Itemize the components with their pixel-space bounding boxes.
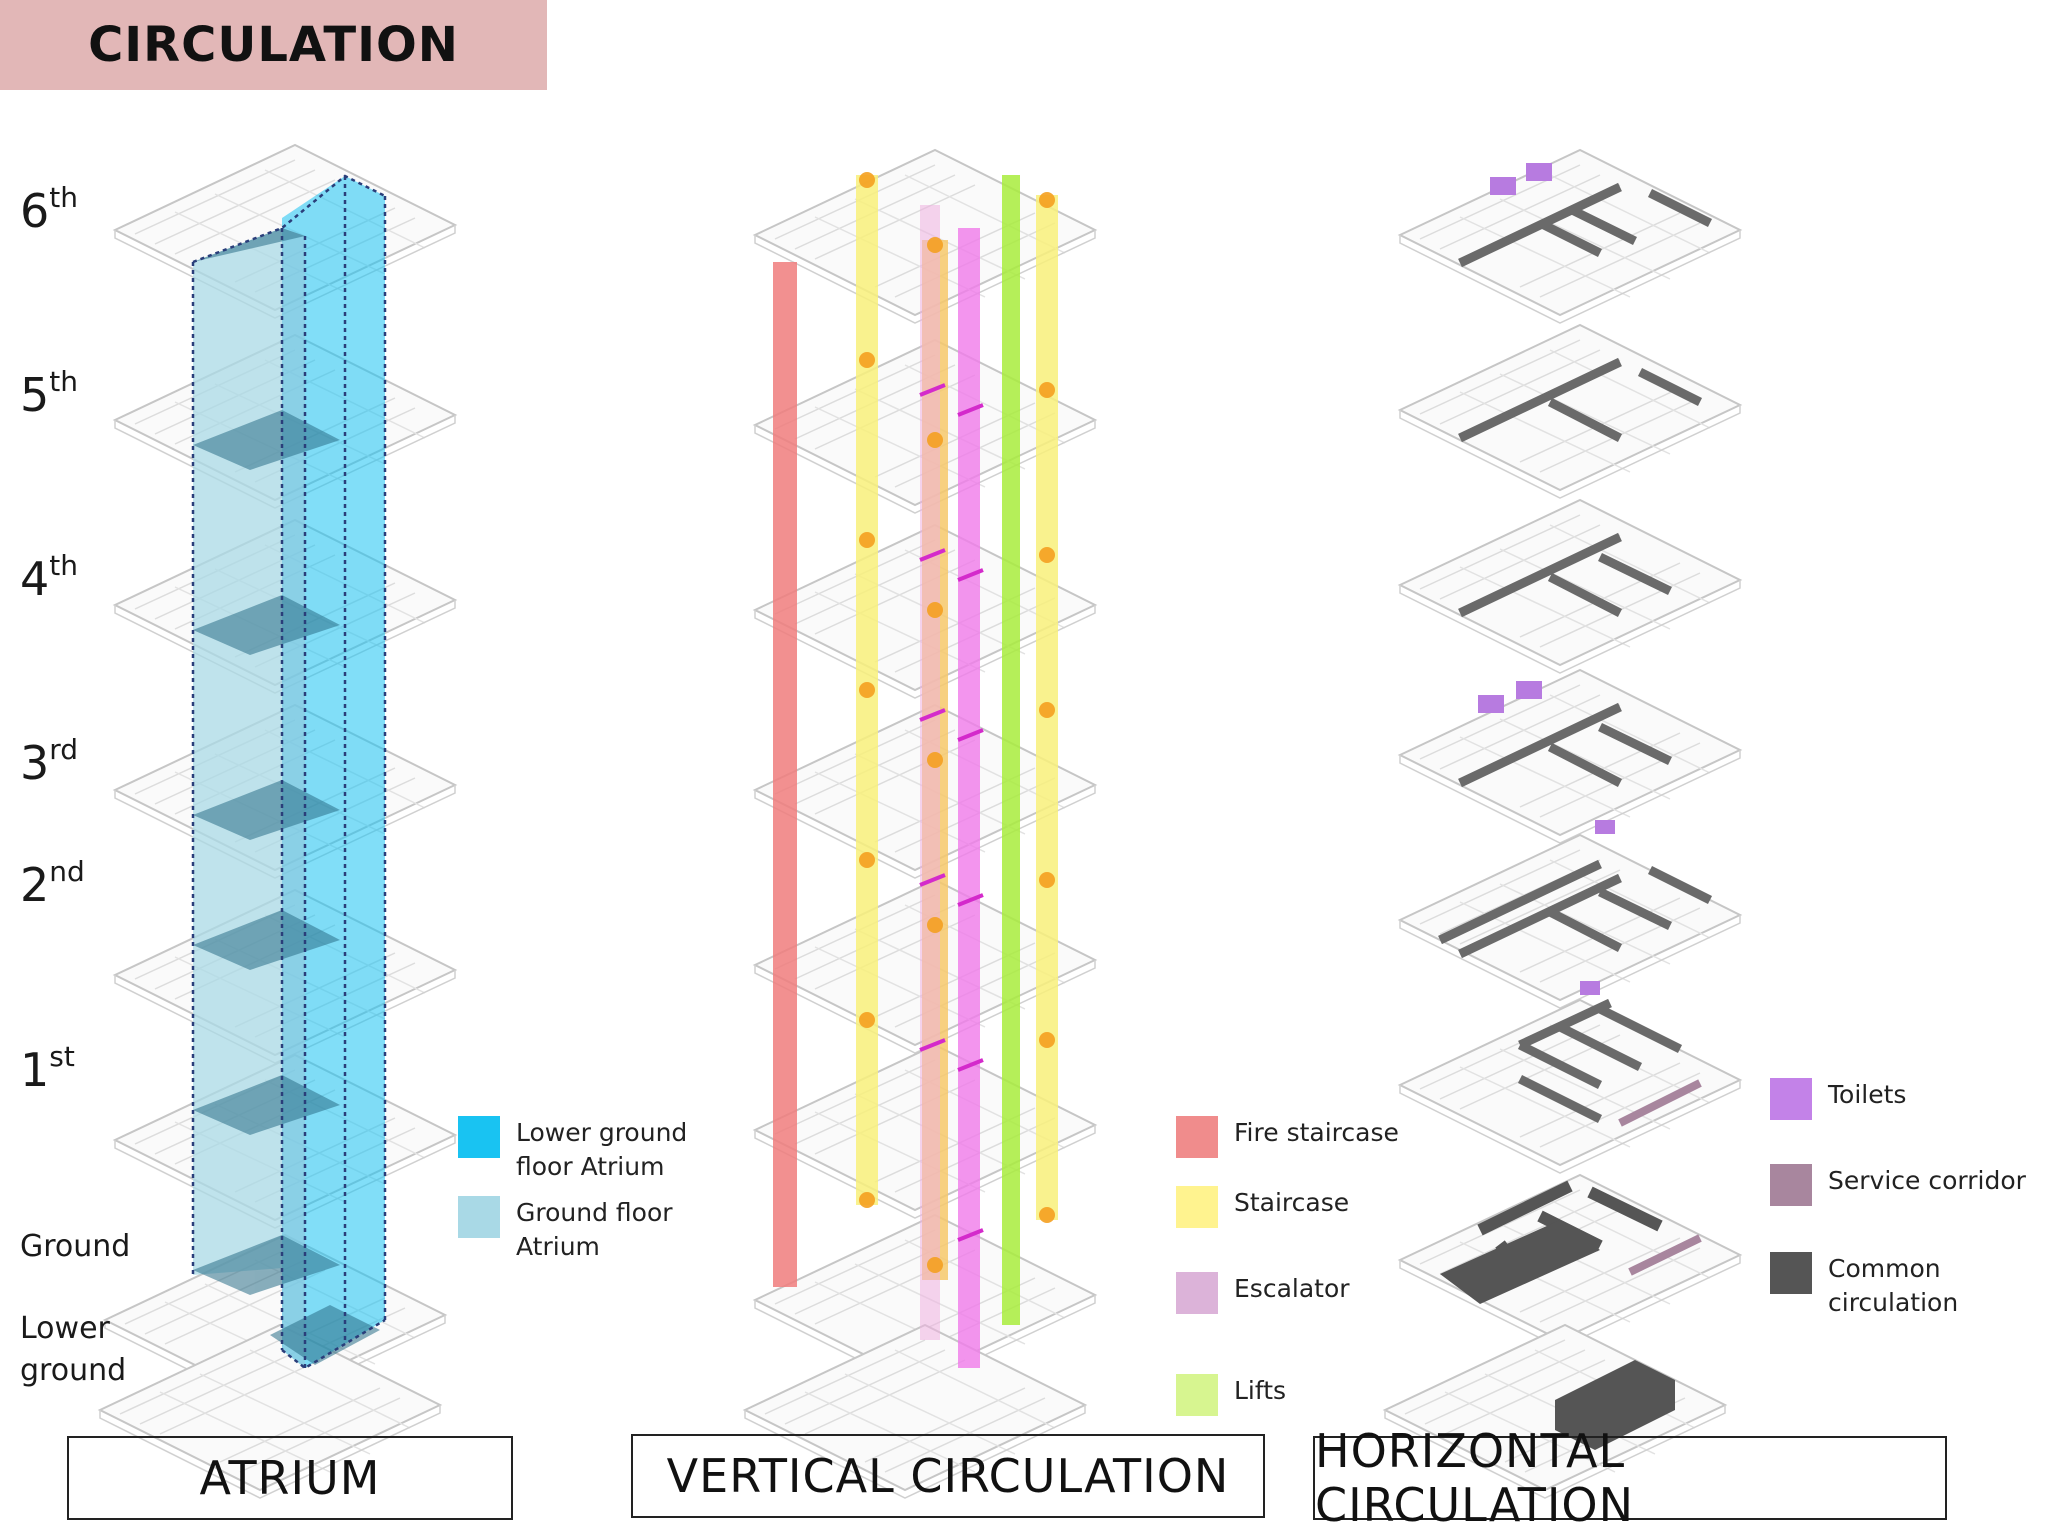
legend-swatch-lifts	[1176, 1374, 1218, 1416]
legend-toilets: Toilets	[1770, 1078, 1906, 1120]
floor-label-lower-line1: Lower	[20, 1311, 110, 1346]
fire-staircase-shaft	[773, 262, 797, 1287]
lift-shaft	[1002, 175, 1020, 1325]
legend-lifts: Lifts	[1176, 1374, 1286, 1416]
section-label-vertical-circulation: VERTICAL CIRCULATION	[631, 1434, 1265, 1518]
legend-label-escalator: Escalator	[1234, 1274, 1350, 1303]
section-label-horizontal-circulation: HORIZONTAL CIRCULATION	[1313, 1424, 1947, 1532]
legend-swatch-lower-ground-atrium	[458, 1116, 500, 1158]
plate-3rd	[1399, 669, 1741, 844]
plate-lower-ground	[1384, 1324, 1726, 1499]
floor-label-ground: Ground	[20, 1229, 131, 1264]
vertical-shafts	[773, 172, 1058, 1368]
escalator-shaft-magenta	[958, 228, 980, 1368]
legend-label-fire-staircase: Fire staircase	[1234, 1118, 1399, 1147]
legend-escalator: Escalator	[1176, 1272, 1350, 1314]
legend-swatch-toilets	[1770, 1078, 1812, 1120]
legend-label-toilets: Toilets	[1828, 1080, 1907, 1109]
plate-6th	[1399, 149, 1741, 324]
floor-label-2nd: 2nd	[20, 855, 85, 912]
section-label-atrium: ATRIUM	[67, 1436, 513, 1520]
section-title: CIRCULATION	[88, 17, 459, 73]
escalator-shaft-pink	[920, 205, 940, 1340]
legend-label-service-corridor: Service corridor	[1828, 1166, 2026, 1195]
floor-label-5th: 5th	[20, 365, 79, 422]
floor-label-6th: 6th	[20, 181, 79, 238]
legend-label-lifts: Lifts	[1234, 1376, 1287, 1405]
section-title-banner: CIRCULATION	[0, 0, 547, 90]
legend-fire-staircase: Fire staircase	[1176, 1116, 1399, 1158]
plate-1st	[1399, 981, 1741, 1174]
plate-ground	[1399, 1174, 1741, 1349]
plate-4th	[1399, 499, 1741, 674]
legend-swatch-fire-staircase	[1176, 1116, 1218, 1158]
legend-swatch-ground-floor-atrium	[458, 1196, 500, 1238]
legend-label-staircase: Staircase	[1234, 1188, 1350, 1217]
legend-service-corridor: Service corridor	[1770, 1164, 2026, 1206]
plate-2nd	[1399, 820, 1741, 1009]
legend-swatch-staircase	[1176, 1186, 1218, 1228]
horizontal-floor-plates	[1384, 149, 1741, 1499]
legend-staircase: Staircase	[1176, 1186, 1349, 1228]
atrium-volumes	[191, 174, 387, 1370]
plate-5th	[1399, 324, 1741, 499]
legend-swatch-escalator	[1176, 1272, 1218, 1314]
floor-label-4th: 4th	[20, 549, 79, 606]
legend-swatch-service-corridor	[1770, 1164, 1812, 1206]
floor-label-lower-line2: ground	[20, 1353, 127, 1388]
floor-label-3rd: 3rd	[20, 733, 79, 790]
floor-label-1st: 1st	[20, 1040, 75, 1097]
legend-swatch-common-circulation	[1770, 1252, 1812, 1294]
